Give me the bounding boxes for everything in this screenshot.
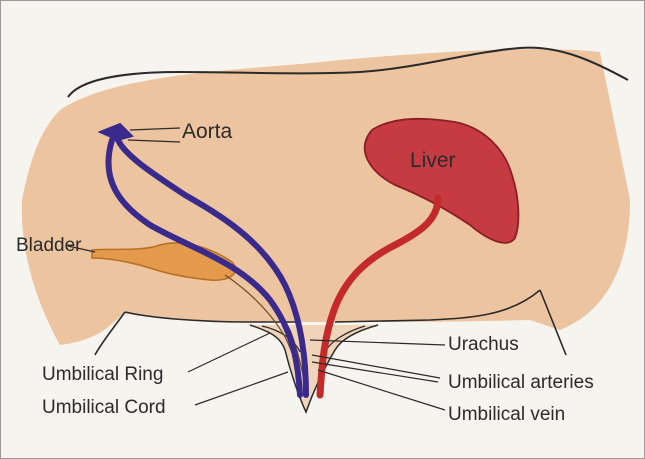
- label-umbilical-vein: Umbilical vein: [448, 404, 565, 425]
- label-urachus: Urachus: [448, 334, 519, 355]
- body-shading: [22, 49, 630, 345]
- label-liver: Liver: [410, 149, 456, 172]
- label-umbilical-cord: Umbilical Cord: [42, 397, 166, 418]
- label-umbilical-arteries: Umbilical arteries: [448, 372, 594, 393]
- label-bladder: Bladder: [16, 235, 82, 256]
- label-umbilical-ring: Umbilical Ring: [42, 364, 163, 385]
- label-aorta: Aorta: [182, 120, 233, 143]
